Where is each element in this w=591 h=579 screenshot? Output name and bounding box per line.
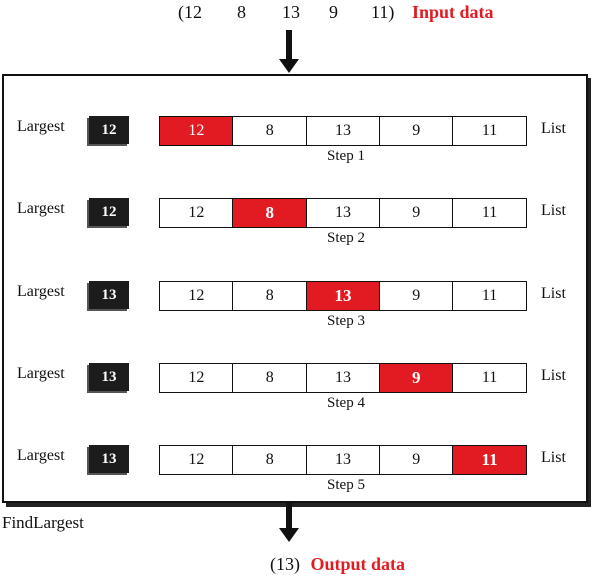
list-label: List [541,367,566,384]
list-label: List [541,449,566,466]
list-cell: 8 [232,363,308,393]
output-value: (13) [270,554,300,574]
input-data-label: Input data [412,2,494,22]
output-arrow-head-icon [279,528,299,542]
list-cell: 12 [159,198,234,228]
input-arrow-shaft [286,30,292,60]
list-cell-current: 11 [452,445,527,475]
list-cell: 13 [305,363,381,393]
largest-label: Largest [17,447,65,464]
largest-label: Largest [17,200,65,217]
largest-value-box: 13 [89,363,129,391]
list-label: List [541,285,566,302]
largest-label: Largest [17,365,65,382]
step-label: Step 3 [327,313,365,329]
list-label: List [541,202,566,219]
output-arrow-shaft [286,501,292,529]
step-label: Step 1 [327,148,365,164]
largest-value-box: 12 [89,116,129,144]
list-cell: 13 [305,198,381,228]
list-cell: 8 [232,116,308,146]
list-cell: 8 [232,445,308,475]
list-cell: 11 [452,363,527,393]
input-value: 13 [282,2,300,22]
list-cell-current: 8 [232,198,308,228]
input-value: 11) [371,2,395,22]
input-data-row: (12 8 13 9 11) Input data [0,2,591,26]
list-cell: 12 [159,281,234,311]
list-cell-current: 13 [305,281,381,311]
largest-value-box: 13 [89,281,129,309]
list-cell-current: 9 [378,363,454,393]
output-data-label: Output data [310,554,406,574]
input-value: (12 [178,2,202,22]
step-label: Step 2 [327,230,365,246]
list-cell: 11 [452,281,527,311]
frame-label: FindLargest [2,513,84,532]
list-cell: 9 [378,445,454,475]
largest-label: Largest [17,283,65,300]
input-value: 8 [237,2,246,22]
list-cell-current: 12 [159,116,234,146]
list-cell: 9 [378,198,454,228]
largest-value-box: 13 [89,445,129,473]
list-cell: 8 [232,281,308,311]
list-cell: 13 [305,445,381,475]
step-label: Step 5 [327,477,365,493]
list-cell: 9 [378,281,454,311]
largest-value-box: 12 [89,198,129,226]
list-cell: 12 [159,445,234,475]
list-cell: 13 [305,116,381,146]
largest-label: Largest [17,118,65,135]
output-data-row: (13) Output data [270,554,405,575]
input-value: 9 [329,2,338,22]
list-cell: 11 [452,198,527,228]
list-cell: 9 [378,116,454,146]
list-cell: 11 [452,116,527,146]
step-label: Step 4 [327,395,365,411]
list-cell: 12 [159,363,234,393]
list-label: List [541,120,566,137]
input-arrow-head-icon [279,59,299,73]
